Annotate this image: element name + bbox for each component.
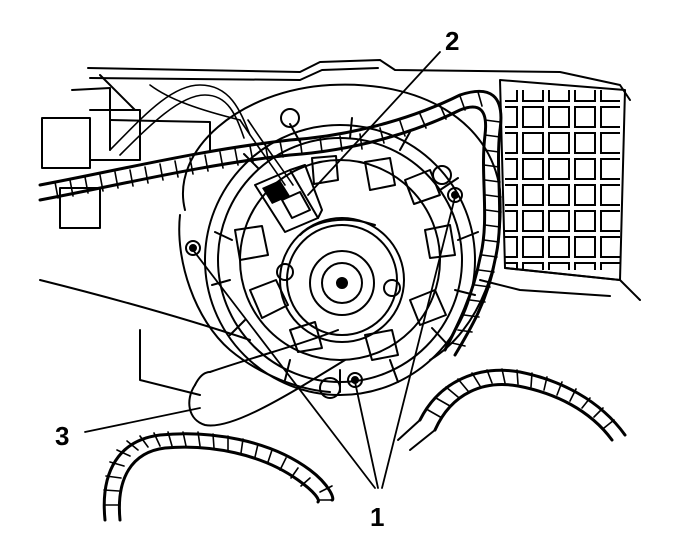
callout-3: 3 [55, 421, 69, 451]
leader-lines [84, 51, 456, 489]
blower-motor [276, 217, 405, 343]
harness-coils-lower-left [103, 431, 333, 506]
callout-1: 1 [370, 502, 384, 532]
thin-wires [109, 84, 294, 186]
leader-1b [354, 381, 379, 489]
housing-top-edge [87, 59, 631, 101]
cooling-tube [188, 329, 346, 427]
wiring-harness-lower-right [418, 368, 627, 442]
housing-lower-edge [39, 279, 251, 341]
leader-3 [84, 407, 201, 433]
leader-1c [381, 196, 456, 489]
harness-coils-top [54, 91, 502, 347]
harness-coils-lower-right [427, 368, 615, 429]
callout-2: 2 [445, 26, 459, 56]
harness-end [397, 419, 436, 451]
housing-top-edge-inner [89, 67, 379, 81]
mounting-screws [185, 108, 463, 399]
leader-1a [192, 249, 376, 489]
housing-left-lower [139, 329, 201, 396]
leader-2 [307, 51, 441, 196]
wiring-harness-lower-left [102, 432, 335, 522]
vent-grille [479, 79, 641, 301]
wiring-harness-top [38, 89, 503, 357]
